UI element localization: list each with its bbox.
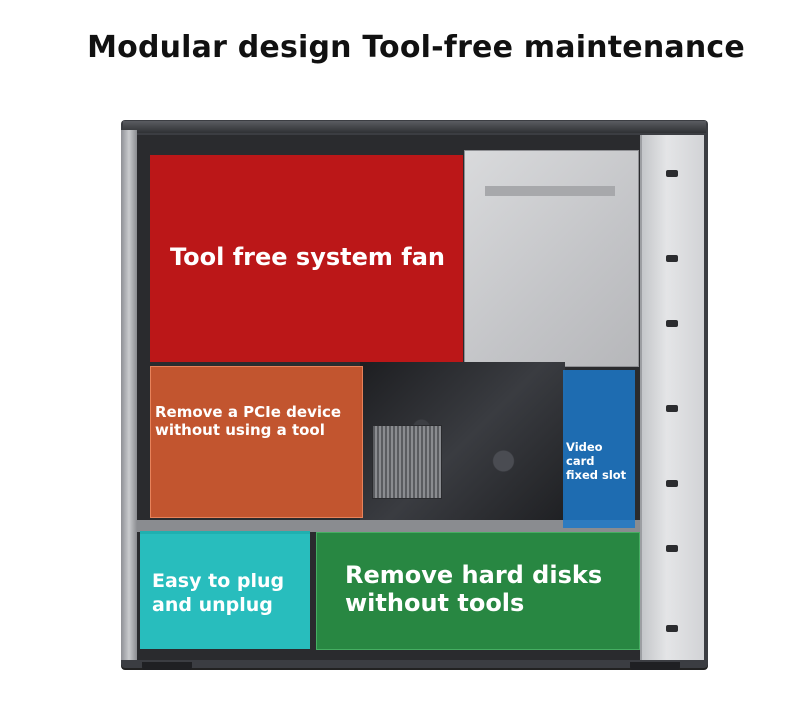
case-foot (142, 662, 192, 670)
cage-bracket (485, 186, 615, 196)
panel-slot (666, 625, 678, 632)
panel-slot (666, 545, 678, 552)
system-fan-zone: Tool free system fan (150, 155, 463, 362)
page-title: Modular design Tool-free maintenance (87, 30, 745, 65)
hard-disk-label: Remove hard disks without tools (345, 561, 603, 617)
case-foot (630, 662, 680, 670)
panel-slot (666, 320, 678, 327)
chipset-heatsink (372, 425, 442, 499)
panel-slot (666, 480, 678, 487)
video-card-label: Video card fixed slot (566, 440, 627, 482)
pcie-label: Remove a PCIe device without using a too… (155, 403, 342, 439)
hard-disk-zone: Remove hard disks without tools (316, 532, 640, 650)
optical-drive-cage (464, 150, 639, 367)
right-side-panel (640, 135, 704, 660)
pcie-zone: Remove a PCIe device without using a too… (150, 366, 363, 518)
system-fan-label: Tool free system fan (170, 243, 445, 271)
chassis-top-edge (123, 121, 706, 133)
lower-shelf (137, 520, 640, 532)
plug-label: Easy to plug and unplug (152, 570, 285, 616)
panel-slot (666, 255, 678, 262)
panel-slot (666, 170, 678, 177)
plug-zone: Easy to plug and unplug (140, 531, 310, 649)
video-card-zone: Video card fixed slot (563, 370, 635, 528)
panel-slot (666, 405, 678, 412)
left-rail (121, 130, 137, 660)
